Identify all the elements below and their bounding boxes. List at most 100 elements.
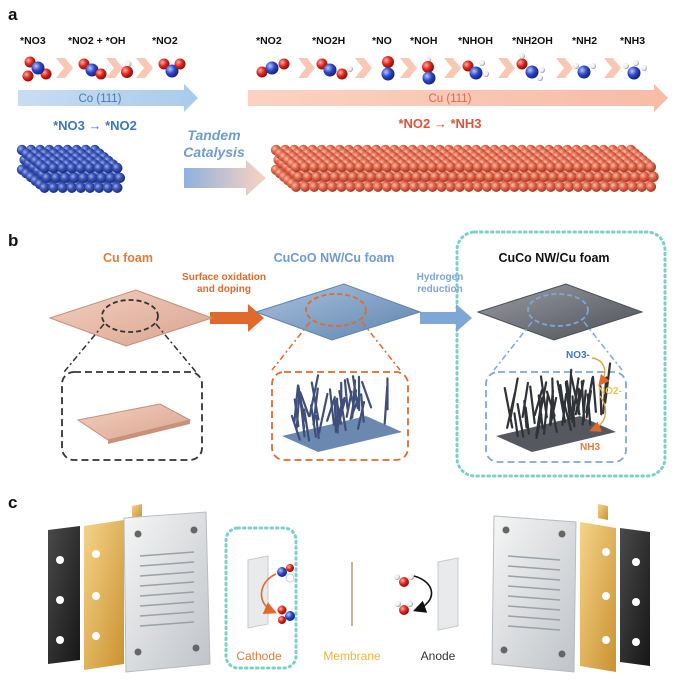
- nanowire: [521, 381, 530, 418]
- atom-sphere: [366, 171, 377, 183]
- atom-sphere: [545, 161, 556, 173]
- nanowire: [317, 392, 329, 435]
- atom-sphere: [418, 181, 429, 192]
- atom-sphere: [454, 181, 465, 192]
- molecule-no2-oh-icon: [78, 58, 133, 80]
- panel-c: c Cat: [8, 493, 650, 673]
- atom-sphere: [518, 181, 529, 192]
- atom-sphere: [311, 171, 322, 183]
- nanowire: [303, 408, 311, 442]
- atom-sphere: [363, 161, 374, 173]
- stage3-title: CuCo NW/Cu foam: [498, 251, 609, 265]
- tandem-label-line2: Catalysis: [183, 144, 245, 160]
- atom-sphere: [493, 171, 504, 183]
- atom-sphere: [345, 161, 356, 173]
- co-species-labels: *NO3 *NO2 + *OH *NO2: [20, 35, 178, 47]
- atom-sphere: [372, 161, 384, 173]
- species-label-cu-4: *NOH: [410, 35, 437, 47]
- atom-sphere: [393, 171, 404, 183]
- nanowire: [343, 379, 349, 410]
- atom-sphere: [427, 181, 438, 192]
- atom-sphere: [93, 162, 105, 174]
- nanowire: [333, 399, 337, 433]
- atom-sphere: [572, 161, 584, 173]
- o2-h2o-molecule-icon: [395, 601, 413, 615]
- atom-sphere: [530, 171, 541, 183]
- atom-sphere: [318, 181, 329, 192]
- atom-sphere: [87, 172, 98, 184]
- atom-sphere: [463, 161, 475, 173]
- atom-sphere: [329, 171, 341, 183]
- atom-sphere: [84, 182, 96, 193]
- nanowire: [383, 385, 389, 425]
- atom-sphere: [481, 161, 493, 173]
- no2-species-label: NO2-: [598, 386, 622, 397]
- atom-sphere: [618, 181, 629, 192]
- atom-sphere: [593, 171, 605, 183]
- atom-sphere: [66, 162, 78, 174]
- atom-sphere: [582, 181, 593, 192]
- molecule-no-icon: [381, 56, 395, 81]
- atom-sphere: [336, 181, 347, 192]
- molecule-nh2-icon: [573, 63, 596, 79]
- atom-sphere: [93, 182, 105, 193]
- atom-sphere: [372, 181, 384, 192]
- atom-sphere: [582, 161, 593, 173]
- species-label-co-2: *NO2 + *OH: [68, 35, 125, 47]
- nanowire: [513, 412, 519, 438]
- atom-sphere: [445, 161, 456, 173]
- cathode-reaction-arrow: [260, 573, 277, 614]
- chevron-icon: [106, 58, 123, 78]
- atom-sphere: [66, 182, 78, 193]
- co-111-label: Co (111): [78, 93, 121, 105]
- h2o-molecule-icon: [394, 574, 414, 587]
- nanowire: [561, 392, 568, 426]
- atom-sphere: [609, 181, 620, 192]
- molecule-no3-icon: [22, 56, 52, 82]
- atom-sphere: [75, 162, 87, 174]
- atom-sphere: [554, 161, 566, 173]
- atom-sphere: [302, 171, 313, 183]
- species-label-cu-8: *NH3: [620, 35, 645, 47]
- atom-sphere: [327, 161, 338, 173]
- atom-sphere: [445, 181, 456, 192]
- atom-sphere: [481, 181, 493, 192]
- atom-sphere: [536, 181, 547, 192]
- atom-sphere: [509, 161, 520, 173]
- atom-sphere: [509, 181, 520, 192]
- chevron-icon: [355, 58, 372, 78]
- atom-sphere: [472, 181, 484, 192]
- cucoo-nw-plate: [254, 283, 422, 461]
- tandem-label-line1: Tandem: [187, 127, 240, 143]
- atom-sphere: [105, 172, 117, 184]
- atom-sphere: [584, 171, 595, 183]
- atom-sphere: [57, 182, 68, 193]
- no3-molecule-icon: [277, 564, 295, 583]
- molecule-no2-icon: [158, 58, 186, 78]
- atom-sphere: [57, 162, 68, 174]
- atom-sphere: [484, 171, 495, 183]
- co-reaction-label: *NO3 → *NO2: [53, 118, 137, 133]
- atom-sphere: [39, 162, 50, 174]
- atom-sphere: [429, 171, 441, 183]
- chevron-icon: [556, 58, 573, 78]
- cathode-cell-stack: [48, 504, 211, 673]
- atom-sphere: [390, 161, 402, 173]
- cuco-nw-plate: NO3- NO2- NH3: [476, 283, 644, 463]
- atom-sphere: [96, 172, 107, 184]
- nanowire: [312, 387, 319, 426]
- atom-sphere: [536, 161, 547, 173]
- nanowire: [360, 393, 365, 423]
- chevron-icon: [444, 58, 461, 78]
- atom-sphere: [591, 181, 602, 192]
- panel-c-label: c: [8, 493, 17, 512]
- atom-sphere: [290, 161, 302, 173]
- atom-sphere: [436, 161, 447, 173]
- nanowire-array: [503, 362, 612, 440]
- atom-sphere: [602, 171, 614, 183]
- atom-sphere: [600, 161, 611, 173]
- reduction-arrow: [420, 304, 472, 332]
- atom-sphere: [463, 181, 475, 192]
- cathode-electrode: [247, 555, 269, 629]
